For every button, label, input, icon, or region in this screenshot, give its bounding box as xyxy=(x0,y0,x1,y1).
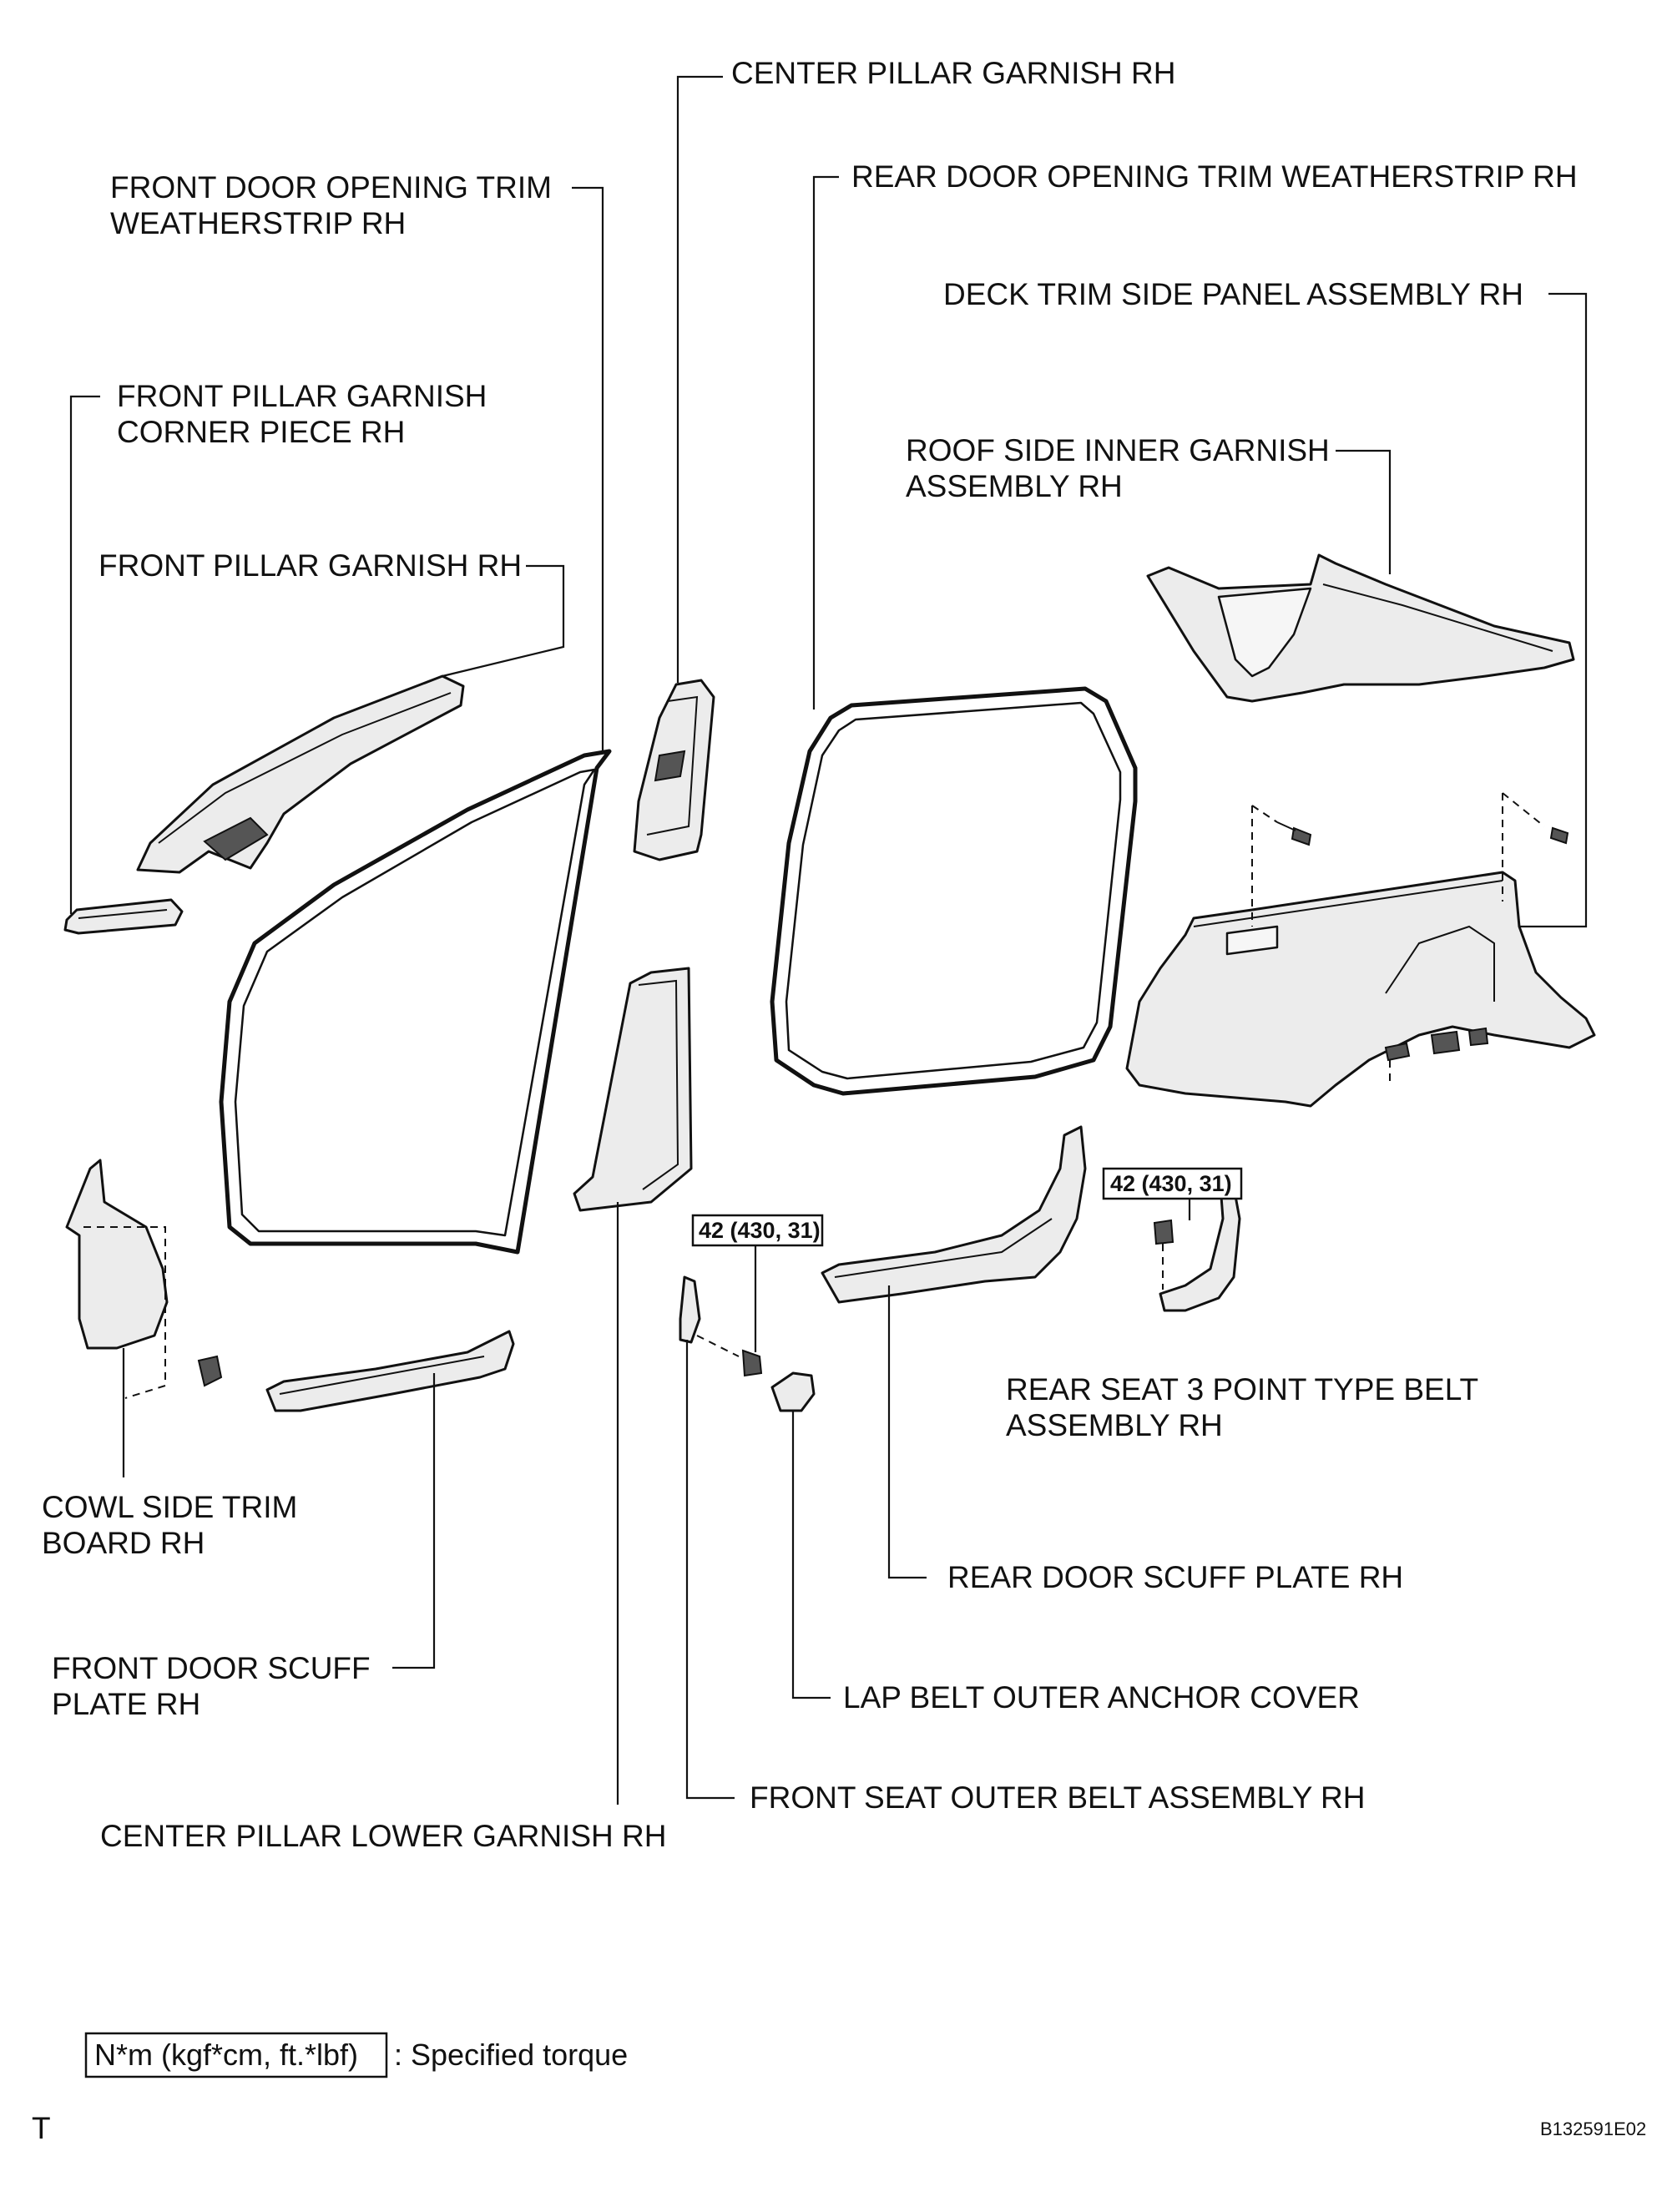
center-pillar-lower-garnish-part xyxy=(573,967,693,1212)
center-pillar-garnish-part xyxy=(633,679,715,861)
label-roof-side-inner-line1: ROOF SIDE INNER GARNISH xyxy=(906,433,1330,467)
figure-id: B132591E02 xyxy=(1540,2119,1646,2139)
deck-trim-side-panel-part xyxy=(1125,871,1596,1108)
label-cowl-side-line2: BOARD RH xyxy=(42,1526,205,1560)
front-pillar-garnish-part xyxy=(136,674,465,874)
torque-value-front: 42 (430, 31) xyxy=(699,1218,821,1243)
label-rear-seat-belt-line1: REAR SEAT 3 POINT TYPE BELT xyxy=(1006,1372,1478,1406)
torque-legend: N*m (kgf*cm, ft.*lbf) : Specified torque xyxy=(84,2032,628,2078)
rear-door-opening-weatherstrip-part xyxy=(770,686,1138,1096)
label-front-pillar-garnish: FRONT PILLAR GARNISH RH xyxy=(99,548,522,583)
label-front-seat-belt: FRONT SEAT OUTER BELT ASSEMBLY RH xyxy=(750,1780,1365,1815)
legend-description: : Specified torque xyxy=(394,2038,628,2072)
corner-mark: T xyxy=(32,2111,51,2145)
rear-door-scuff-plate-part xyxy=(821,1125,1087,1304)
cowl-side-trim-board-part xyxy=(65,1159,223,1399)
front-pillar-garnish-corner-piece-part xyxy=(63,898,184,935)
label-rear-door-opening-trim: REAR DOOR OPENING TRIM WEATHERSTRIP RH xyxy=(851,159,1578,194)
label-front-door-scuff-line2: PLATE RH xyxy=(52,1687,200,1721)
label-front-pillar-corner-line2: CORNER PIECE RH xyxy=(117,415,405,449)
label-rear-door-scuff: REAR DOOR SCUFF PLATE RH xyxy=(947,1560,1403,1594)
label-front-door-opening-trim-line1: FRONT DOOR OPENING TRIM xyxy=(110,170,552,205)
label-deck-trim-side-panel: DECK TRIM SIDE PANEL ASSEMBLY RH xyxy=(943,277,1523,311)
label-center-pillar-lower: CENTER PILLAR LOWER GARNISH RH xyxy=(100,1819,666,1853)
deck-panel-bolt-right xyxy=(1502,792,1569,901)
roof-side-inner-garnish-part xyxy=(1146,553,1575,703)
deck-panel-bolt-left xyxy=(1251,805,1312,927)
front-door-scuff-plate-part xyxy=(265,1330,515,1412)
label-rear-seat-belt-line2: ASSEMBLY RH xyxy=(1006,1408,1223,1442)
label-roof-side-inner-line2: ASSEMBLY RH xyxy=(906,469,1123,503)
label-center-pillar-garnish: CENTER PILLAR GARNISH RH xyxy=(731,56,1176,90)
front-door-opening-weatherstrip-part xyxy=(219,749,612,1255)
label-front-pillar-corner-line1: FRONT PILLAR GARNISH xyxy=(117,379,487,413)
deck-panel-lower-fasteners xyxy=(1384,1027,1489,1085)
legend-unit-box: N*m (kgf*cm, ft.*lbf) xyxy=(94,2038,358,2072)
label-front-door-scuff-line1: FRONT DOOR SCUFF xyxy=(52,1651,371,1685)
rear-seat-3-point-belt-part xyxy=(1153,1184,1241,1312)
front-seat-outer-belt-part xyxy=(679,1275,763,1377)
leader-lines xyxy=(69,75,1588,1805)
torque-callout-front-anchor: 42 (430, 31) xyxy=(691,1214,824,1247)
label-front-door-opening-trim-line2: WEATHERSTRIP RH xyxy=(110,206,406,240)
torque-callout-rear-anchor: 42 (430, 31) xyxy=(1102,1167,1243,1200)
label-lap-belt-cover: LAP BELT OUTER ANCHOR COVER xyxy=(843,1680,1360,1715)
label-cowl-side-line1: COWL SIDE TRIM xyxy=(42,1490,297,1524)
torque-value-rear: 42 (430, 31) xyxy=(1110,1171,1232,1196)
lap-belt-outer-anchor-cover-part xyxy=(770,1371,816,1412)
